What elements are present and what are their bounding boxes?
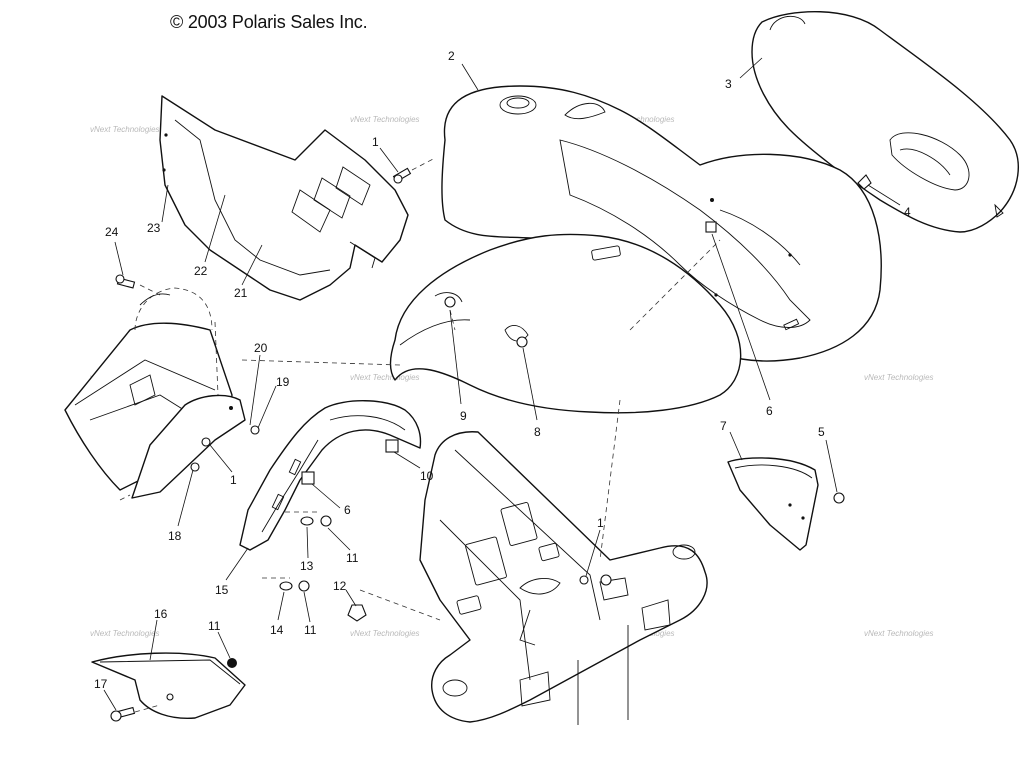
callout-3[interactable]: 3 [725,77,732,91]
watermark-text: vNext Technologies [350,373,420,382]
callout-labels: 1 2 3 4 24 23 22 21 20 19 1 18 9 8 6 7 5… [94,49,911,691]
screw-5[interactable] [833,492,845,504]
callout-6[interactable]: 6 [344,503,351,517]
assembly-lines [119,157,721,713]
watermark-text: vNext Technologies [350,115,420,124]
watermark-text: vNext Technologies [90,629,160,638]
copyright-notice: © 2003 Polaris Sales Inc. [170,12,368,32]
nut-9[interactable] [444,296,456,308]
clip-6-top[interactable] [705,221,717,233]
callout-1[interactable]: 1 [230,473,237,487]
callout-17[interactable]: 17 [94,677,108,691]
part-7-side-panel[interactable] [727,457,819,551]
watermark-text: vNext Technologies [864,629,934,638]
callout-12[interactable]: 12 [333,579,347,593]
callout-6[interactable]: 6 [766,404,773,418]
callout-7[interactable]: 7 [720,419,727,433]
callout-22[interactable]: 22 [194,264,208,278]
screw-18[interactable] [190,462,200,472]
clip-10[interactable] [385,439,399,453]
bolt-1-frame[interactable] [579,575,589,585]
callout-16[interactable]: 16 [154,607,168,621]
nut-11-a[interactable] [320,515,332,527]
screw-1-top[interactable] [392,167,412,184]
callout-23[interactable]: 23 [147,221,161,235]
clip-6-middle[interactable] [301,471,315,485]
callout-10[interactable]: 10 [420,469,434,483]
part-main-frame[interactable] [419,431,708,725]
washer-14[interactable] [279,581,293,591]
callout-21[interactable]: 21 [234,286,248,300]
nut-8[interactable] [516,336,528,348]
hardware [110,167,872,722]
watermark-text: vNext Technologies [350,629,420,638]
callout-5[interactable]: 5 [818,425,825,439]
callout-2[interactable]: 2 [448,49,455,63]
callout-11[interactable]: 11 [208,619,221,633]
leader-lines [103,57,901,711]
washer-13[interactable] [300,516,314,526]
screw-1-middle[interactable] [201,437,211,447]
part-16-skid-plate[interactable] [91,652,246,719]
watermark-text: vNext Technologies [90,125,160,134]
callout-13[interactable]: 13 [300,559,314,573]
watermark-text: vNext Technologies [605,115,675,124]
screw-24[interactable] [115,274,136,289]
watermark-text: vNext Technologies [864,373,934,382]
part-3-seat[interactable] [751,11,1019,233]
callout-8[interactable]: 8 [534,425,541,439]
nut-11-b[interactable] [298,580,310,592]
nut-19[interactable] [250,425,260,435]
callout-19[interactable]: 19 [276,375,290,389]
callout-24[interactable]: 24 [105,225,119,239]
part-22-footwell-panel[interactable] [159,95,409,301]
callout-11[interactable]: 11 [304,623,317,637]
part-15-fender-flare[interactable] [239,400,422,551]
clip-4[interactable] [857,174,872,190]
callout-1[interactable]: 1 [597,516,604,530]
callout-4[interactable]: 4 [904,205,911,219]
callout-11[interactable]: 11 [346,551,359,565]
nut-11-c[interactable] [227,658,237,668]
callout-9[interactable]: 9 [460,409,467,423]
callout-15[interactable]: 15 [215,583,229,597]
screw-17[interactable] [110,706,136,722]
part-front-fender-main[interactable] [389,233,742,414]
callout-14[interactable]: 14 [270,623,284,637]
callout-1[interactable]: 1 [372,135,379,149]
callout-20[interactable]: 20 [254,341,268,355]
fastener-12[interactable] [347,604,367,622]
callout-18[interactable]: 18 [168,529,182,543]
